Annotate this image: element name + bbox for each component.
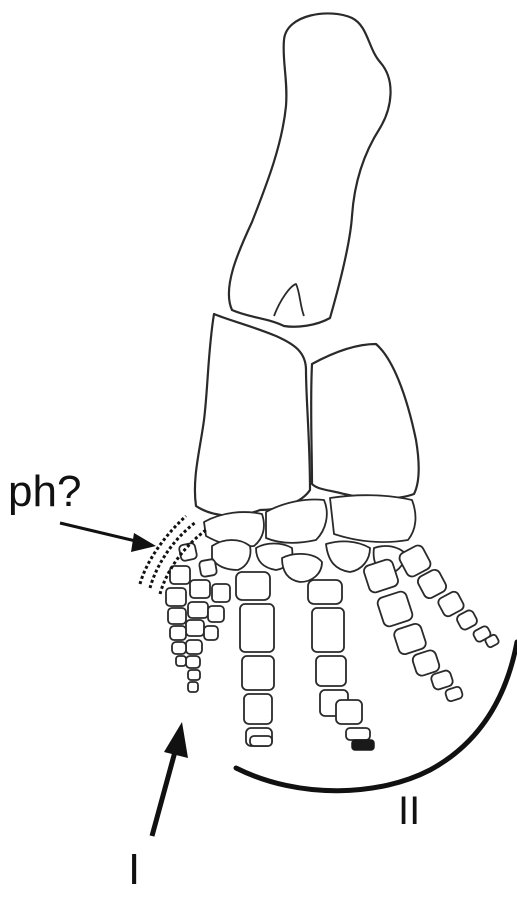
ph-label: ph?: [8, 467, 81, 516]
ph-arrow: [60, 523, 156, 552]
digit-four-bones: [362, 558, 463, 702]
digit-two-bones: [236, 572, 274, 746]
ulna-bone: [311, 344, 419, 499]
digit-one-arrow: [152, 722, 188, 836]
radius-bone: [195, 314, 310, 516]
digit-two-bracket: [236, 642, 517, 791]
humerus-bone: [229, 13, 391, 326]
digit-three-bones: [308, 580, 374, 750]
digit-one-label: I: [128, 845, 140, 892]
digit-two-label: II: [398, 789, 420, 833]
